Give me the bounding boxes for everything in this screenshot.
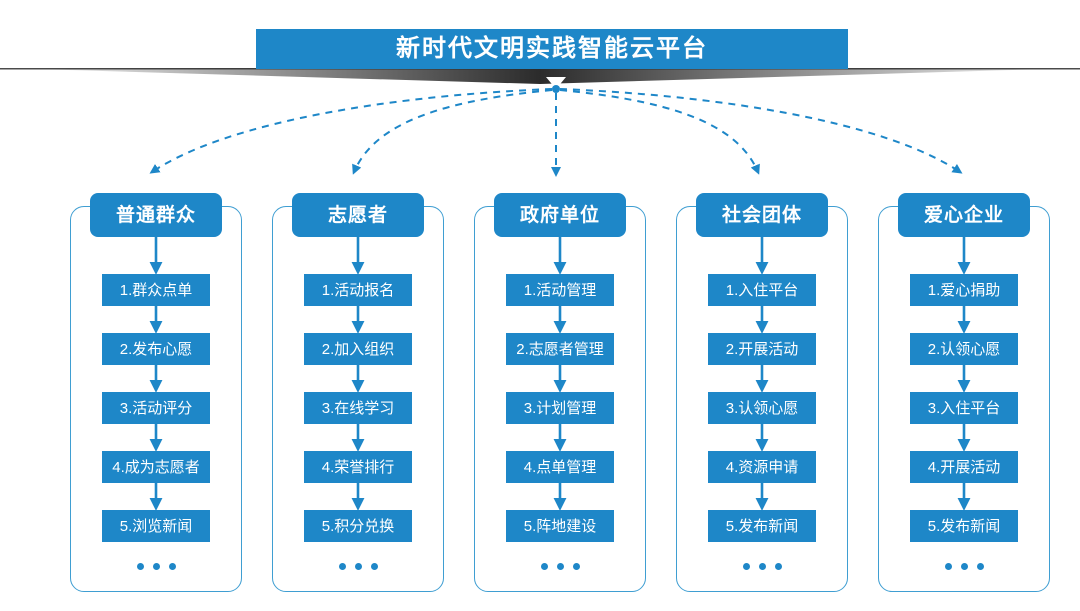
item-box[interactable]: 3.计划管理 [506,392,614,424]
item-label: 2.认领心愿 [927,340,1001,358]
dot-icon [572,562,580,570]
item-box[interactable]: 5.浏览新闻 [102,510,210,542]
connector-to-column-1 [149,88,553,174]
item-box[interactable]: 1.爱心捐助 [910,274,1018,306]
dot-icon [136,562,144,570]
connector-to-column-5 [559,88,963,174]
item-box[interactable]: 5.发布新闻 [910,510,1018,542]
item-box[interactable]: 3.入住平台 [910,392,1018,424]
item-label: 1.活动报名 [321,281,395,299]
item-box[interactable]: 1.入住平台 [708,274,816,306]
item-box[interactable]: 4.资源申请 [708,451,816,483]
column-more-dots-2 [292,555,424,577]
item-label: 4.荣誉排行 [321,458,395,476]
connector-to-column-2 [352,89,553,175]
item-label: 3.活动评分 [119,399,193,417]
column-header-label: 爱心企业 [923,204,1004,226]
column-header-label: 政府单位 [519,204,600,226]
item-label: 5.阵地建设 [523,517,597,535]
column-more-dots-3 [494,555,626,577]
banner-shadow-ribbon [0,68,1080,89]
item-label: 4.成为志愿者 [112,458,200,476]
item-label: 5.发布新闻 [725,517,799,535]
dot-icon [960,562,968,570]
item-label: 5.积分兑换 [321,517,395,535]
dot-icon [152,562,160,570]
item-label: 2.志愿者管理 [516,340,604,358]
dot-icon [976,562,984,570]
item-box[interactable]: 2.加入组织 [304,333,412,365]
column-header-2[interactable]: 志愿者 [292,193,424,237]
connector-to-column-4 [559,89,760,175]
platform-title-bar: 新时代文明实践智能云平台 [256,29,848,69]
dot-icon [370,562,378,570]
item-box[interactable]: 4.荣誉排行 [304,451,412,483]
item-box[interactable]: 2.认领心愿 [910,333,1018,365]
column-more-dots-1 [90,555,222,577]
item-box[interactable]: 1.活动报名 [304,274,412,306]
item-label: 2.发布心愿 [119,340,193,358]
item-label: 3.入住平台 [927,399,1001,417]
item-box[interactable]: 3.在线学习 [304,392,412,424]
dot-icon [742,562,750,570]
page-title: 新时代文明实践智能云平台 [396,35,708,62]
item-box[interactable]: 3.认领心愿 [708,392,816,424]
dot-icon [168,562,176,570]
column-header-label: 志愿者 [327,204,388,226]
item-label: 1.爱心捐助 [927,281,1001,299]
dot-icon [556,562,564,570]
item-box[interactable]: 2.志愿者管理 [506,333,614,365]
item-label: 1.群众点单 [119,281,193,299]
column-header-label: 普通群众 [115,204,196,226]
dot-icon [338,562,346,570]
item-label: 3.在线学习 [321,399,395,417]
item-label: 1.入住平台 [725,281,799,299]
dot-icon [354,562,362,570]
dot-icon [944,562,952,570]
item-box[interactable]: 5.阵地建设 [506,510,614,542]
item-label: 4.开展活动 [927,458,1001,476]
item-label: 4.资源申请 [725,458,799,476]
item-label: 2.开展活动 [725,340,799,358]
item-box[interactable]: 5.积分兑换 [304,510,412,542]
column-header-1[interactable]: 普通群众 [90,193,222,237]
item-box[interactable]: 1.群众点单 [102,274,210,306]
item-box[interactable]: 3.活动评分 [102,392,210,424]
column-more-dots-4 [696,555,828,577]
item-box[interactable]: 1.活动管理 [506,274,614,306]
column-header-3[interactable]: 政府单位 [494,193,626,237]
item-box[interactable]: 2.发布心愿 [102,333,210,365]
item-box[interactable]: 4.成为志愿者 [102,451,210,483]
item-label: 5.发布新闻 [927,517,1001,535]
dot-icon [774,562,782,570]
dot-icon [540,562,548,570]
item-label: 1.活动管理 [523,281,597,299]
item-box[interactable]: 4.点单管理 [506,451,614,483]
item-label: 2.加入组织 [321,340,395,358]
item-label: 3.计划管理 [523,399,597,417]
title-banner: 新时代文明实践智能云平台 [0,0,1080,100]
item-box[interactable]: 2.开展活动 [708,333,816,365]
column-header-5[interactable]: 爱心企业 [898,193,1030,237]
column-header-4[interactable]: 社会团体 [696,193,828,237]
dot-icon [758,562,766,570]
column-header-label: 社会团体 [721,204,802,226]
item-label: 3.认领心愿 [725,399,799,417]
item-label: 5.浏览新闻 [119,517,193,535]
item-box[interactable]: 4.开展活动 [910,451,1018,483]
column-more-dots-5 [898,555,1030,577]
item-label: 4.点单管理 [523,458,597,476]
item-box[interactable]: 5.发布新闻 [708,510,816,542]
